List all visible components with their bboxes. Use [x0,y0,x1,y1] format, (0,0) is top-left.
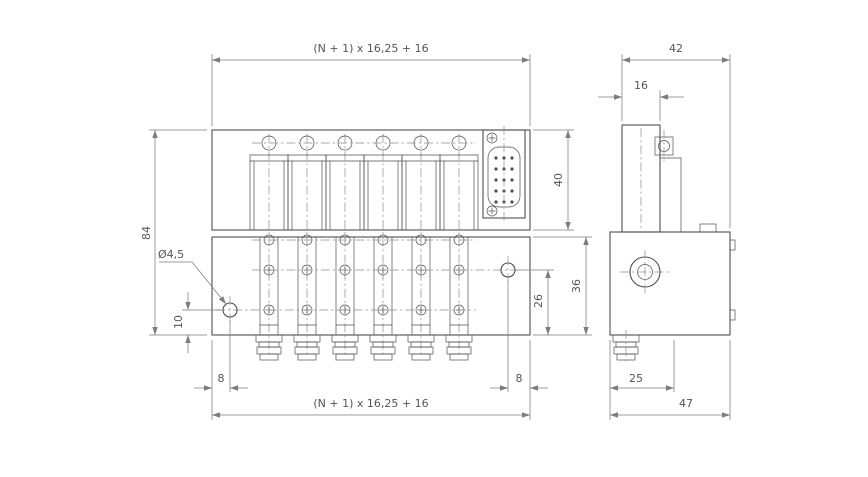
dim-label-hole-height: 10 [172,315,185,329]
dim-label-total-height: 84 [140,226,153,240]
dim-label-side-depth-bottom: 47 [679,397,693,410]
dim-label-front-width-bottom: (N + 1) x 16,25 + 16 [313,397,428,410]
side-right-lug-top [729,239,736,251]
dim-label-front-width-top: (N + 1) x 16,25 + 16 [313,42,428,55]
valve-station [402,134,440,356]
side-top-lug [699,223,717,233]
valve-station [288,134,326,356]
dim-label-side-fitting-offset: 25 [629,372,643,385]
side-view [609,124,736,364]
valve-station [326,134,364,356]
connector-screw-top [486,132,498,144]
dim-label-side-depth-top: 42 [669,42,683,55]
connector-screw-bottom [486,205,498,217]
side-right-lug-bottom [729,309,736,321]
dim-label-left-8: 8 [218,372,225,385]
dim-label-port-height: 26 [532,294,545,308]
valve-station [440,134,478,356]
dimensions: (N + 1) x 16,25 + 16 42 16 84 40 36 26 1… [140,42,731,420]
front-view [211,126,531,361]
valve-station [364,134,402,356]
valve-station [250,134,288,356]
upper-manifold-body [211,129,531,231]
electrical-connector [482,126,526,222]
dim-label-right-8: 8 [516,372,523,385]
hole-leader-line [159,261,227,305]
dim-label-valve-width: 16 [634,79,648,92]
dim-label-hole-diameter: Ø4,5 [158,248,184,261]
dim-label-lower-height: 36 [570,279,583,293]
side-base-body [609,231,731,336]
dim-label-upper-height: 40 [552,173,565,187]
